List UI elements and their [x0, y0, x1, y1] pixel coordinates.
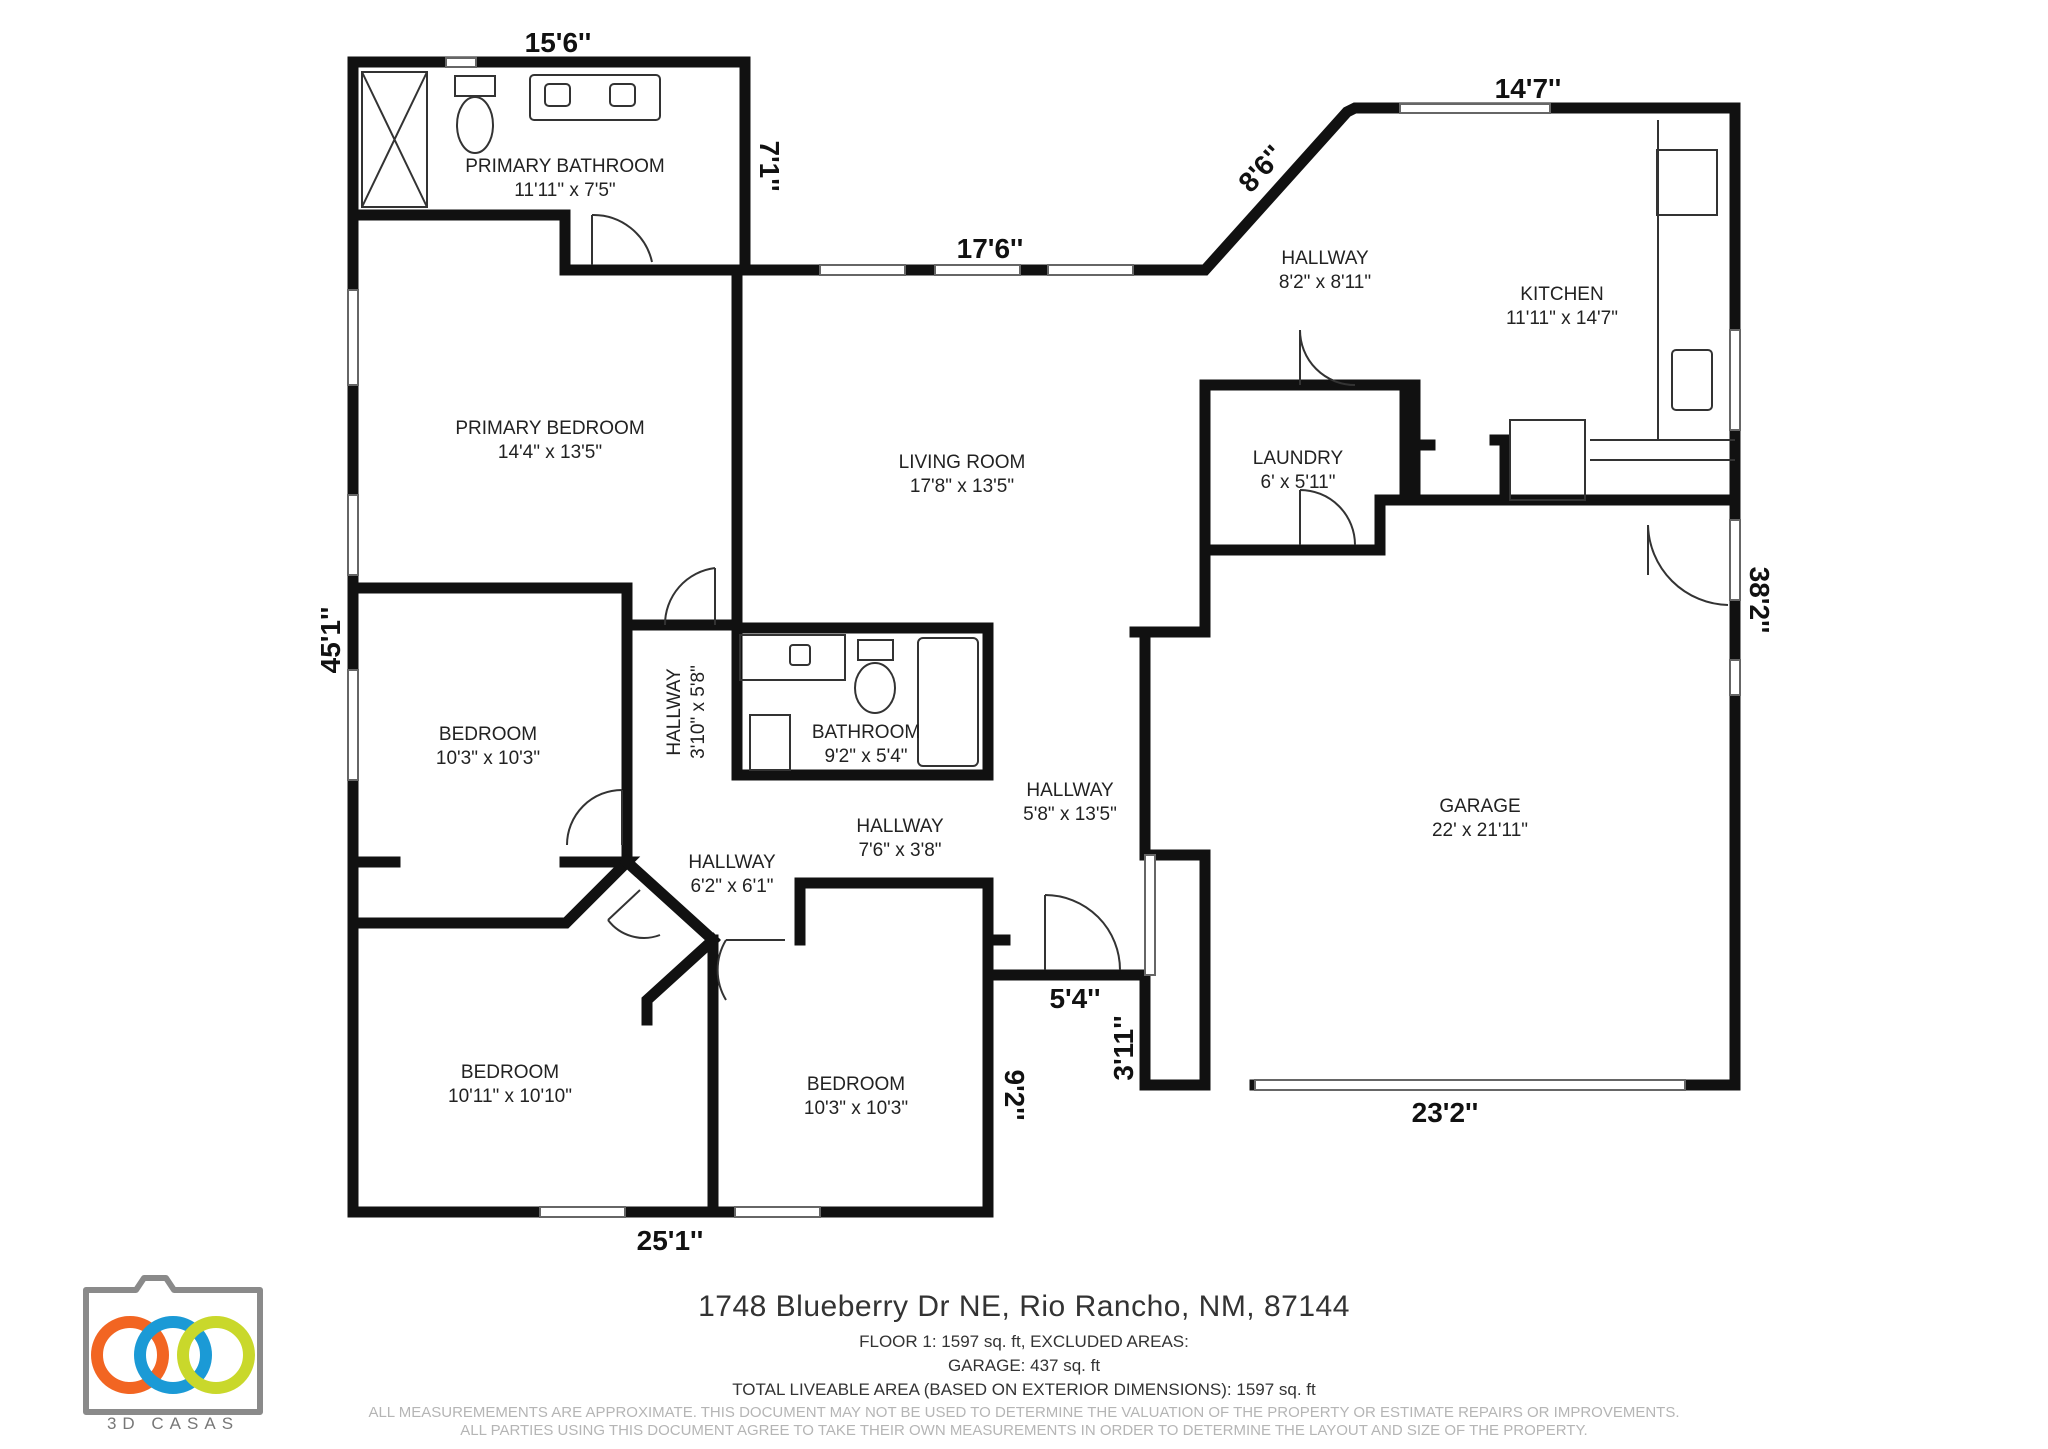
windows [347, 57, 1741, 1218]
doors [566, 213, 1729, 1001]
room-dims: 10'3" x 10'3" [804, 1098, 908, 1119]
room-name: HALLWAY [688, 852, 776, 873]
walls [347, 56, 1741, 1218]
dimension-label: 17'6'' [957, 233, 1024, 264]
dimension-label: 5'4'' [1049, 983, 1100, 1014]
room-dims: 14'4" x 13'5" [498, 442, 602, 463]
room-name: LAUNDRY [1253, 448, 1344, 469]
room-dims: 6'2" x 6'1" [690, 876, 773, 897]
dimension-label: 23'2'' [1412, 1097, 1479, 1128]
property-address: 1748 Blueberry Dr NE, Rio Rancho, NM, 87… [698, 1290, 1350, 1323]
dimension-label: 3'11'' [1108, 1015, 1139, 1080]
room-name: BATHROOM [812, 722, 920, 743]
total-area: TOTAL LIVEABLE AREA (BASED ON EXTERIOR D… [732, 1380, 1316, 1399]
room-name: GARAGE [1439, 796, 1520, 817]
garage-area: GARAGE: 437 sq. ft [947, 1356, 1101, 1375]
room-dims: 22' x 21'11" [1432, 820, 1528, 841]
room-dims: 11'11" x 14'7" [1506, 308, 1618, 329]
dimension-label: 7'1'' [754, 140, 785, 191]
logo-ring-blue [134, 1316, 212, 1394]
room-name: HALLWAY [1281, 248, 1369, 269]
room-dims: 17'8" x 13'5" [910, 476, 1014, 497]
room-labels: PRIMARY BATHROOM 11'11" x 7'5" PRIMARY B… [436, 156, 1618, 1119]
room-name: BEDROOM [461, 1062, 559, 1083]
room-dims: 9'2" x 5'4" [824, 746, 907, 767]
room-dims: 10'11" x 10'10" [448, 1086, 572, 1107]
room-dims: 10'3" x 10'3" [436, 748, 540, 769]
logo-text: 3D CASAS [106, 1414, 240, 1433]
dimension-label: 14'7'' [1495, 73, 1562, 104]
camera-logo-icon [83, 1275, 263, 1415]
room-dims: 11'11" x 7'5" [514, 180, 615, 201]
dimension-label: 15'6'' [525, 27, 592, 58]
dimension-label: 38'2'' [1744, 567, 1775, 634]
dimension-label: 9'2'' [999, 1069, 1030, 1120]
room-name: HALLWAY [856, 816, 944, 837]
logo-ring-orange [91, 1316, 169, 1394]
room-dims: 6' x 5'11" [1261, 472, 1336, 493]
fixtures [361, 71, 1735, 767]
room-name: PRIMARY BATHROOM [465, 156, 665, 177]
room-name: HALLWAY [664, 668, 685, 756]
dimension-label: 25'1'' [637, 1225, 704, 1256]
room-dims: 5'8" x 13'5" [1023, 804, 1117, 825]
logo-ring-green [177, 1316, 255, 1394]
disclaimer-line: ALL PARTIES USING THIS DOCUMENT AGREE TO… [460, 1422, 1588, 1439]
room-dims: 3'10" x 5'8" [688, 665, 709, 759]
room-name: KITCHEN [1520, 284, 1603, 305]
disclaimer-line: ALL MEASUREMEMENTS ARE APPROXIMATE. THIS… [368, 1404, 1680, 1421]
dimension-label: 45'1'' [315, 607, 346, 674]
room-name: BEDROOM [807, 1074, 905, 1095]
room-name: HALLWAY [1026, 780, 1114, 801]
room-name: BEDROOM [439, 724, 537, 745]
floor-area: FLOOR 1: 1597 sq. ft, EXCLUDED AREAS: [859, 1332, 1189, 1351]
room-dims: 8'2" x 8'11" [1279, 272, 1371, 293]
room-name: LIVING ROOM [899, 452, 1026, 473]
room-name: PRIMARY BEDROOM [455, 418, 644, 439]
room-dims: 7'6" x 3'8" [858, 840, 941, 861]
